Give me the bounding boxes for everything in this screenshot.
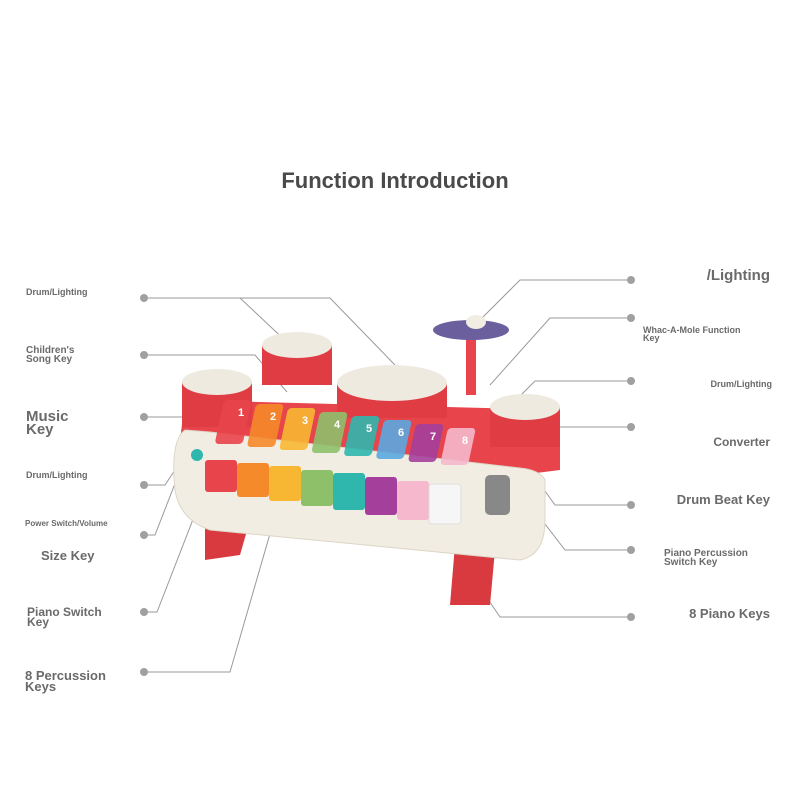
xylophone-number: 2 bbox=[270, 411, 276, 423]
xylophone-bar bbox=[408, 424, 444, 462]
label-drum-beat-key: Drum Beat Key bbox=[676, 492, 770, 507]
cymbal bbox=[433, 315, 509, 395]
xylophone-number: 4 bbox=[334, 419, 341, 431]
xylophone-bar bbox=[344, 416, 380, 456]
xylophone-number: 5 bbox=[366, 423, 372, 435]
leader-lines bbox=[144, 279, 631, 673]
xylophone-number: 6 bbox=[398, 427, 404, 439]
label-childrens-song-key: Children's Song Key bbox=[26, 345, 75, 365]
label-8-percussion-keys: 8 Percussion Keys bbox=[25, 668, 106, 695]
label-drum-lighting-1: Drum/Lighting bbox=[26, 287, 88, 297]
xylophone-number: 1 bbox=[238, 407, 244, 419]
xylophone: 1 2 3 4 5 6 7 8 bbox=[215, 400, 476, 465]
xylophone-bar bbox=[440, 428, 476, 465]
label-music-key: Music Key bbox=[26, 408, 69, 438]
label-power-switch-volume: Power Switch/Volume bbox=[25, 519, 108, 528]
drums bbox=[182, 332, 560, 447]
switch-slider bbox=[485, 475, 510, 515]
right-leg bbox=[450, 545, 495, 605]
xylophone-number: 8 bbox=[462, 435, 468, 447]
xylophone-bar bbox=[311, 412, 348, 453]
label-size-key: Size Key bbox=[41, 548, 95, 563]
label-converter: Converter bbox=[713, 435, 770, 449]
label-piano-percussion-switch-key: Piano Percussion Switch Key bbox=[664, 548, 748, 568]
xylophone-number: 7 bbox=[430, 431, 436, 443]
xylophone-number: 3 bbox=[302, 415, 308, 427]
label-8-piano-keys: 8 Piano Keys bbox=[689, 606, 770, 621]
leader-dots bbox=[140, 276, 635, 676]
page-title: Function Introduction bbox=[281, 168, 509, 193]
xylophone-bar bbox=[376, 420, 412, 459]
piano-keys bbox=[205, 460, 462, 525]
label-lighting: /Lighting bbox=[706, 267, 770, 284]
xylophone-bar bbox=[247, 404, 284, 447]
xylophone-bar bbox=[215, 400, 252, 444]
power-button bbox=[191, 449, 203, 461]
label-drum-lighting-3: Drum/Lighting bbox=[710, 379, 773, 389]
label-piano-switch-key: Piano Switch Key bbox=[27, 605, 102, 630]
xylophone-bar bbox=[279, 408, 316, 450]
label-whac-a-mole-key: Whac-A-Mole Function Key bbox=[643, 325, 741, 343]
label-drum-lighting-2: Drum/Lighting bbox=[26, 470, 88, 480]
